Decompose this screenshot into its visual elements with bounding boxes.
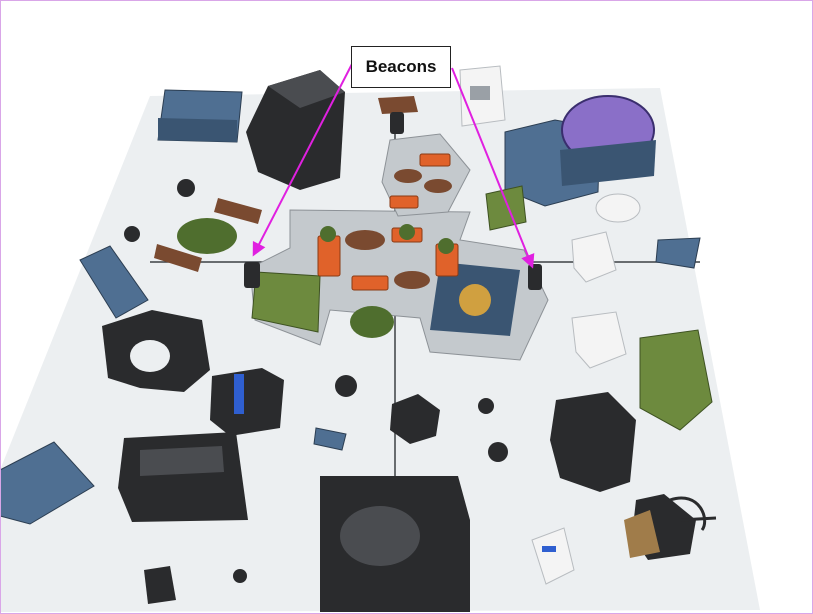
log-barricade (154, 244, 202, 272)
brown-table (424, 179, 452, 193)
black-hex-structure (390, 394, 440, 444)
printed-building-side (158, 118, 237, 142)
small-printed-tile (313, 427, 347, 451)
black-building-top (140, 446, 224, 476)
planter-shrub (320, 226, 336, 242)
brown-table (394, 169, 422, 183)
dome-base (560, 140, 656, 186)
printed-tile-bottom-left (0, 441, 95, 525)
tile-emblem (459, 284, 491, 316)
white-block (571, 231, 617, 283)
brown-table (394, 271, 430, 289)
orange-crate (419, 153, 451, 167)
fortress-dome-opening (340, 506, 420, 566)
black-figure (144, 566, 176, 604)
black-barrel (177, 179, 195, 197)
beacon-arrow-left (252, 63, 353, 257)
planter-shrub (438, 238, 454, 254)
green-hedge (177, 218, 237, 254)
green-hedge (350, 306, 394, 338)
wooden-tree (624, 510, 660, 558)
orange-crate (351, 275, 389, 291)
printed-wall-left (79, 245, 149, 319)
blue-stripe (542, 546, 556, 552)
printed-wall-right (485, 185, 527, 231)
log-barricade (214, 198, 262, 224)
white-capsule (595, 193, 641, 223)
white-tank (531, 527, 575, 585)
white-tower-window (470, 86, 490, 100)
black-barrel (335, 375, 357, 397)
orange-crate (389, 195, 419, 209)
beacon-right (528, 264, 542, 290)
beacon-left (244, 262, 260, 288)
white-block (571, 311, 627, 369)
blue-banner (234, 374, 244, 414)
black-post (390, 112, 404, 134)
black-ruin-tower-top (268, 70, 345, 108)
black-barrel (124, 226, 140, 242)
beacons-label: Beacons (351, 46, 451, 88)
platform-tile-left (251, 271, 321, 333)
small-table-piece (378, 96, 418, 114)
black-barrel (488, 442, 508, 462)
black-barrel (478, 398, 494, 414)
beacon-arrow-right (451, 67, 535, 269)
brown-table (345, 230, 385, 250)
planter-shrub (399, 224, 415, 240)
black-tower-right (550, 392, 636, 492)
printed-sign (655, 237, 701, 269)
black-machine (210, 368, 284, 436)
printed-wall-right-lower (639, 329, 713, 431)
ruin-arch-opening (130, 340, 170, 372)
black-figure-head (233, 569, 247, 583)
walker-legs (669, 496, 717, 531)
